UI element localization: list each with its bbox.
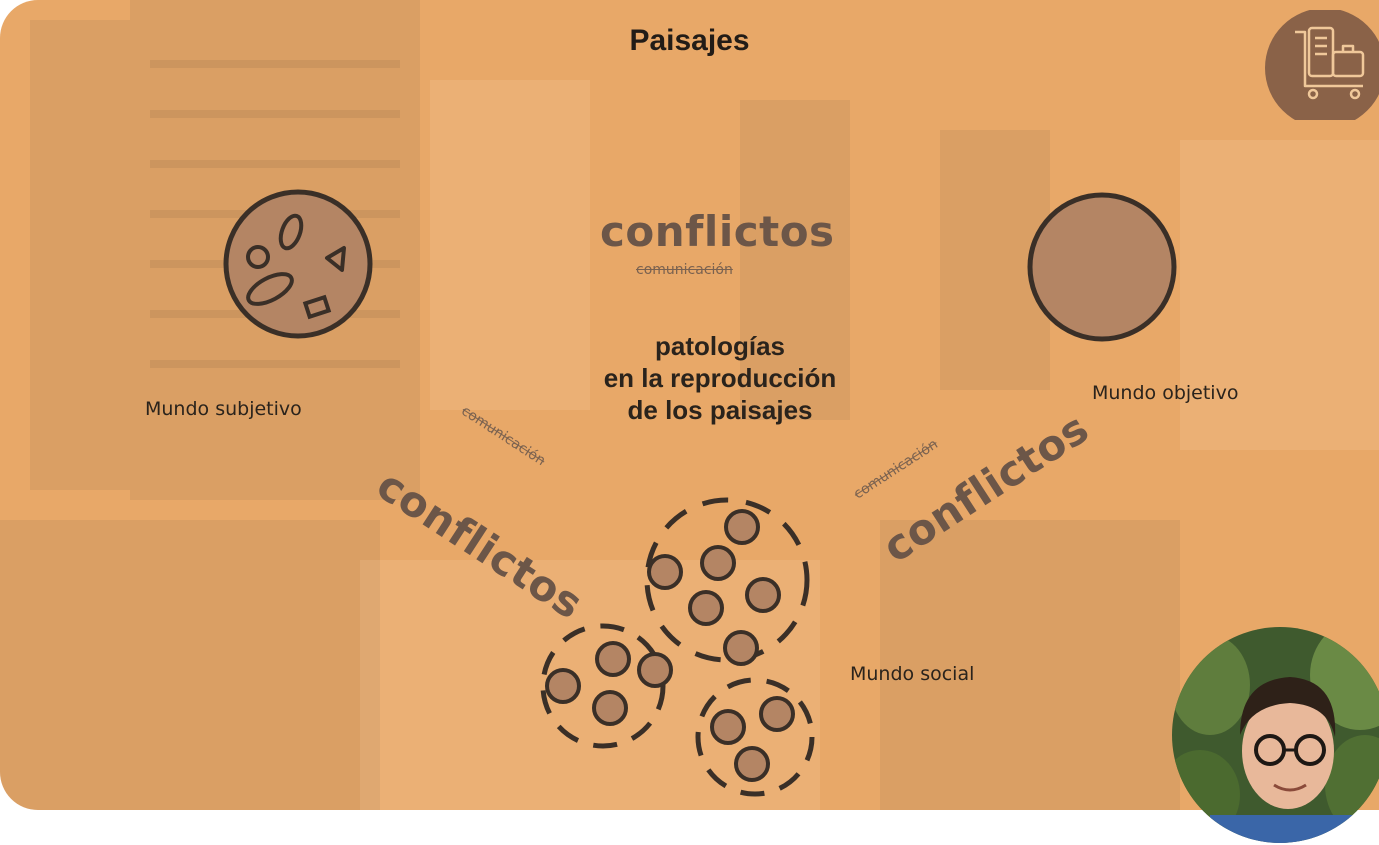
pathology-line: patologías — [654, 331, 785, 361]
diagram-shapes — [223, 189, 1177, 797]
subjective-world-label: Mundo subjetivo — [145, 398, 302, 420]
background-window-band — [150, 60, 400, 68]
slide-canvas: Paisajes conflictos comunicación patolog… — [0, 0, 1379, 810]
pathology-text: patologías en la reproducción de los pai… — [540, 330, 900, 426]
presenter-avatar — [1172, 627, 1379, 843]
background-rooftop — [0, 520, 380, 810]
center-conflict-label: conflictos — [600, 207, 835, 256]
slide-title: Paisajes — [629, 24, 750, 57]
objective-world-icon — [1027, 192, 1177, 342]
background-window-band — [150, 160, 400, 168]
pathology-line: en la reproducción — [603, 363, 837, 393]
luggage-cart-icon — [1265, 10, 1379, 120]
center-communication-label: comunicación — [636, 262, 733, 278]
background-window-band — [150, 360, 400, 368]
background-building — [740, 100, 850, 420]
background-building — [430, 80, 590, 410]
subjective-world-icon — [223, 189, 373, 339]
social-world-icon — [540, 497, 815, 797]
background-building — [30, 20, 130, 490]
social-world-label: Mundo social — [850, 663, 975, 685]
pathology-line: de los paisajes — [627, 395, 813, 425]
background-building — [1180, 140, 1379, 450]
background-rooftop — [880, 520, 1180, 810]
background-window-band — [150, 110, 400, 118]
objective-world-label: Mundo objetivo — [1092, 382, 1239, 404]
